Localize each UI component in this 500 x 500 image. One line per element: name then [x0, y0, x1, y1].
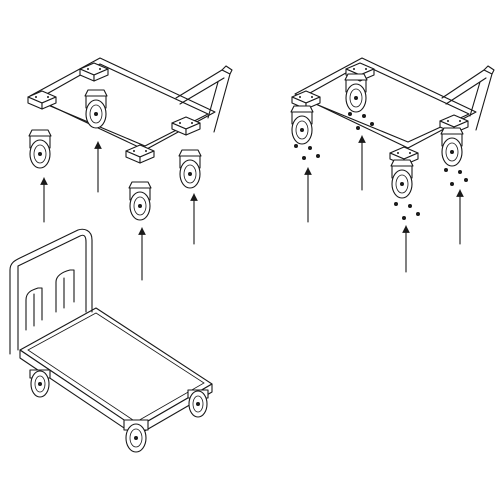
caster-wheels: [28, 89, 202, 221]
trolley-wheels: [29, 369, 209, 453]
step-3-assembled-trolley: [9, 228, 213, 453]
frame-outline: [294, 57, 495, 149]
trolley-handle: [9, 228, 93, 355]
caster-wheels: [290, 73, 464, 199]
step-2-casters-bolted: [290, 57, 495, 273]
upward-arrows: [40, 141, 198, 281]
frame-outline: [29, 57, 233, 151]
upward-arrows: [304, 135, 464, 273]
mounting-plates: [27, 62, 201, 164]
step-1-frame-with-casters: [27, 57, 233, 281]
